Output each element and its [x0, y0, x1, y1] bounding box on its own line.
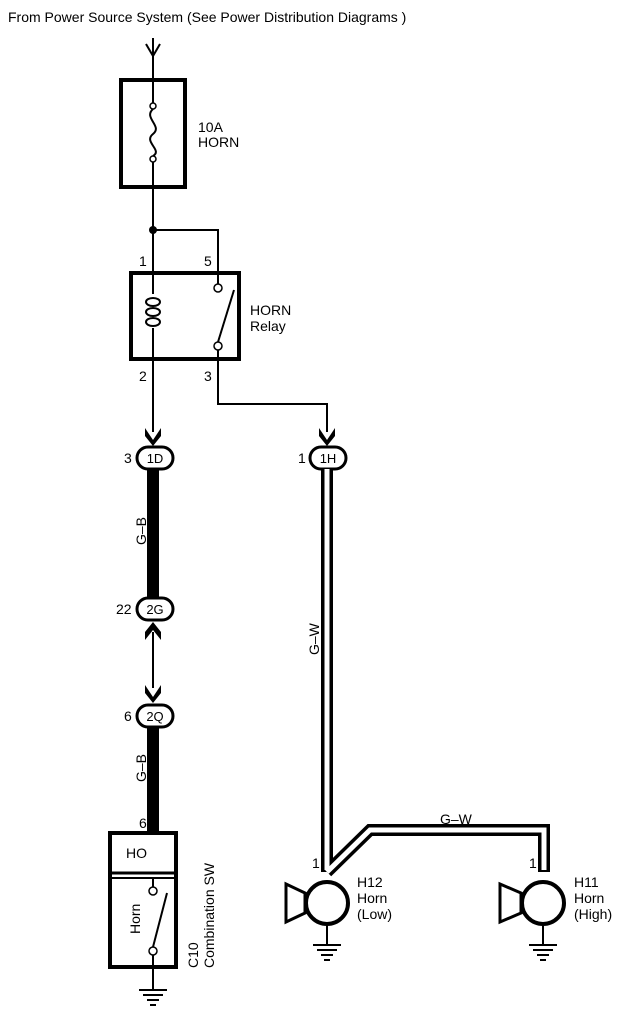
wire-upper-left-color: G–B	[133, 517, 149, 545]
switch-pin: 6	[139, 815, 147, 831]
connector-2q: 2Q	[135, 685, 175, 729]
wire-g-w	[321, 469, 550, 877]
fuse-name: HORN	[198, 134, 239, 150]
wire-bridge-color: G–W	[440, 811, 473, 827]
fuse-rating: 10A	[198, 119, 224, 135]
ground-icon	[139, 967, 167, 1006]
horn-relay	[129, 271, 241, 361]
horn-low-code: H12	[357, 874, 383, 890]
horn-low-name: Horn	[357, 890, 387, 906]
wire-lower-left-color: G–B	[133, 754, 149, 782]
horn-high-pin: 1	[529, 855, 537, 871]
relay-pin-1: 1	[139, 253, 147, 269]
connector-2g-label: 2G	[146, 602, 163, 617]
connector-2q-label: 2Q	[146, 709, 163, 724]
connector-2g: 2G	[135, 596, 175, 640]
source-note: From Power Source System (See Power Dist…	[8, 9, 406, 25]
horn-low-type: (Low)	[357, 906, 392, 922]
fuse-horn	[119, 78, 187, 189]
combination-switch: HO Horn	[108, 831, 178, 969]
connector-1d-pin: 3	[124, 450, 132, 466]
switch-section-ho: HO	[126, 845, 147, 861]
connector-1h-pin: 1	[298, 450, 306, 466]
switch-name: Combination SW	[201, 862, 217, 968]
wire-right-color: G–W	[306, 622, 322, 655]
connector-2g-pin: 22	[116, 601, 132, 617]
relay-pin-5: 5	[204, 253, 212, 269]
connector-1d-label: 1D	[147, 451, 164, 466]
horn-high-icon	[498, 880, 566, 961]
wire-relay-1h	[217, 359, 328, 432]
horn-high-name: Horn	[574, 890, 604, 906]
connector-2q-pin: 6	[124, 708, 132, 724]
switch-section-horn: Horn	[127, 904, 143, 934]
connector-1d: 1D	[135, 428, 175, 471]
power-input-arrow	[145, 38, 161, 80]
connector-1h: 1H	[308, 428, 348, 471]
horn-high-code: H11	[574, 874, 599, 890]
switch-code: C10	[185, 942, 201, 968]
relay-pin-3: 3	[204, 368, 212, 384]
connector-1h-label: 1H	[320, 451, 337, 466]
horn-low-icon	[284, 880, 350, 961]
wire-junction-pin5	[153, 229, 219, 273]
relay-pin-2: 2	[139, 368, 147, 384]
horn-high-type: (High)	[574, 906, 612, 922]
relay-name-line1: HORN	[250, 302, 291, 318]
horn-low-pin: 1	[312, 855, 320, 871]
relay-name-line2: Relay	[250, 318, 286, 334]
